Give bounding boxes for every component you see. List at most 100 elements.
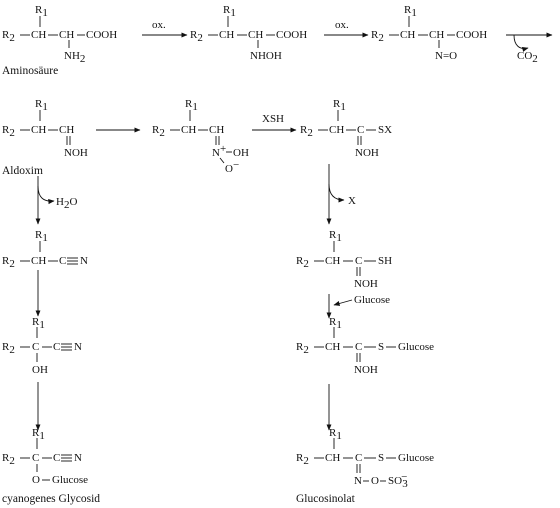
so3-label: SO−3: [388, 471, 408, 490]
ch-label: CH: [31, 255, 46, 267]
r1-label: R1: [35, 98, 48, 113]
cooh-label: COOH: [456, 29, 487, 41]
ch-label: CH: [59, 29, 74, 41]
c-label: C: [59, 255, 66, 267]
ch-label: CH: [325, 341, 340, 353]
thiohydroximate-sx-structure: R2 CH R1 C NOH SX: [300, 98, 392, 159]
ch-label: CH: [429, 29, 444, 41]
h2o-label: H2O: [56, 196, 77, 211]
ch-label: CH: [329, 124, 344, 136]
glucose-label: Glucose: [52, 474, 88, 486]
nitrile-structure: R2 CH R1 C N: [2, 229, 88, 270]
n-label: N: [80, 255, 88, 267]
n-label: N: [354, 475, 362, 487]
r2-label: R2: [2, 341, 15, 356]
reagent-ox-1: ox.: [152, 19, 166, 31]
nhoh-label: NHOH: [250, 50, 282, 62]
ch-label: CH: [219, 29, 234, 41]
r1-label: R1: [185, 98, 198, 113]
oxidation-arrow-2: ox.: [324, 19, 369, 38]
glucose-label: Glucose: [398, 341, 434, 353]
x-label: X: [348, 195, 356, 207]
s-label: S: [378, 341, 384, 353]
r1-label: R1: [32, 316, 45, 331]
noh-label: NOH: [355, 147, 379, 159]
nitroso-acid-structure: R2 CH R1 CH N=O COOH: [371, 4, 487, 62]
xsh-arrow: XSH: [252, 113, 297, 133]
r2-label: R2: [2, 255, 15, 270]
oh-label: OH: [233, 147, 249, 159]
r1-label: R1: [35, 4, 48, 19]
glucose-label: Glucose: [398, 452, 434, 464]
r2-label: R2: [190, 29, 203, 44]
ch-label: CH: [181, 124, 196, 136]
r2-label: R2: [152, 124, 165, 139]
thiohydroximic-acid-structure: R2 CH R1 C NOH SH: [296, 229, 392, 290]
cyanogenic-glycoside-structure: R2 C R1 C N O Glucose: [2, 427, 88, 486]
c-label: C: [53, 341, 60, 353]
ch-label: CH: [209, 124, 224, 136]
c-label: C: [32, 341, 39, 353]
r2-label: R2: [2, 29, 15, 44]
aldoxime-structure: R2 CH R1 CH NOH: [2, 98, 88, 159]
noh-label: NOH: [354, 278, 378, 290]
x-elimination-arrow: X: [326, 164, 356, 225]
decarboxylation-arrow: CO2: [506, 32, 553, 65]
ch-label: CH: [59, 124, 74, 136]
ch-label: CH: [325, 452, 340, 464]
oh-label: OH: [32, 364, 48, 376]
o-label: O: [371, 475, 379, 487]
r2-label: R2: [296, 255, 309, 270]
o-minus-label: O−: [225, 159, 239, 175]
cyanohydrin-structure: R2 C R1 C N OH: [2, 316, 82, 376]
co2-label: CO2: [517, 50, 538, 65]
c-label: C: [32, 452, 39, 464]
n-label: N: [74, 452, 82, 464]
ch-label: CH: [31, 29, 46, 41]
ch-label: CH: [248, 29, 263, 41]
cooh-label: COOH: [86, 29, 117, 41]
r2-label: R2: [296, 452, 309, 467]
s-label: S: [378, 452, 384, 464]
c-label: C: [355, 341, 362, 353]
r1-label: R1: [329, 316, 342, 331]
reagent-xsh: XSH: [262, 113, 284, 125]
r2-label: R2: [300, 124, 313, 139]
o-label: O: [32, 474, 40, 486]
aci-nitro-structure: R2 CH R1 CH N+ OH O−: [152, 98, 249, 175]
ch-label: CH: [400, 29, 415, 41]
caption-aminosaeure: Aminosäure: [2, 65, 58, 77]
r1-label: R1: [333, 98, 346, 113]
n-label: N: [74, 341, 82, 353]
r2-label: R2: [2, 452, 15, 467]
glucosinolate-structure: R2 CH R1 C N O SO−3 S Glucose: [296, 427, 434, 490]
ch-label: CH: [31, 124, 46, 136]
r1-label: R1: [404, 4, 417, 19]
r1-label: R1: [35, 229, 48, 244]
ch-label: CH: [325, 255, 340, 267]
nh2-label: NH2: [64, 50, 85, 65]
c-label: C: [355, 452, 362, 464]
dehydration-arrow: H2O: [35, 176, 77, 225]
c-label: C: [53, 452, 60, 464]
n-plus-label: N+: [212, 143, 226, 159]
n-eq-o-label: N=O: [435, 50, 457, 62]
noh-label: NOH: [354, 364, 378, 376]
c-label: C: [357, 124, 364, 136]
r2-label: R2: [371, 29, 384, 44]
n-hydroxy-amino-acid-structure: R2 CH R1 CH NHOH COOH: [190, 4, 307, 62]
sh-label: SH: [378, 255, 392, 267]
noh-label: NOH: [64, 147, 88, 159]
reagent-ox-2: ox.: [335, 19, 349, 31]
r1-label: R1: [329, 427, 342, 442]
r1-label: R1: [329, 229, 342, 244]
glucosylation-arrow: Glucose: [326, 294, 390, 319]
caption-aldoxim: Aldoxim: [2, 165, 43, 177]
caption-cyanogenes-glycosid: cyanogenes Glycosid: [2, 493, 100, 505]
desulfoglucosinolate-structure: R2 CH R1 C NOH S Glucose: [296, 316, 434, 376]
c-label: C: [355, 255, 362, 267]
r2-label: R2: [296, 341, 309, 356]
oxidation-arrow-1: ox.: [142, 19, 188, 38]
glucose-reagent-label: Glucose: [354, 294, 390, 306]
